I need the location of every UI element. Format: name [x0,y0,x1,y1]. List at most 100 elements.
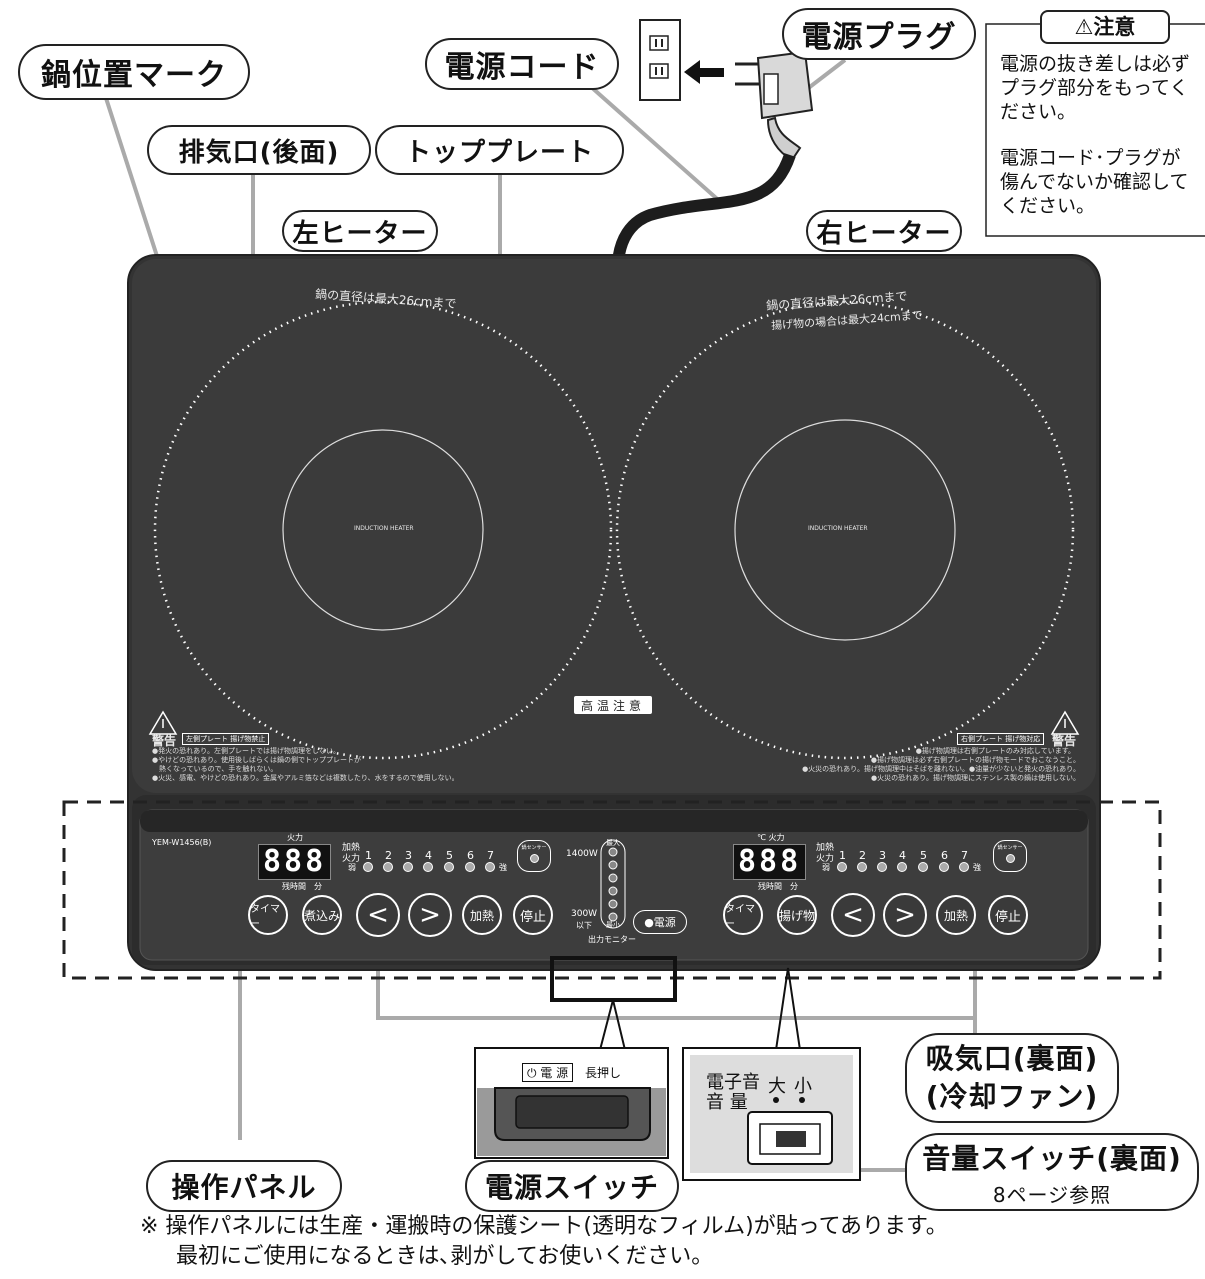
left-level-5: 5 [446,849,453,862]
monitor-caption: 出力モニター [588,935,636,944]
right-fine-print-1: ●揚げ物調理は右側プレートのみ対応しています。 [915,747,1075,755]
left-level-7: 7 [487,849,494,862]
label-right-heater: 右ヒーター [806,210,962,252]
right-fine-print-4: ●火災の恐れあり。揚げ物調理にステンレス製の鍋は使用しない。 [871,774,1080,782]
right-level-dots [837,862,969,872]
left-display: 888 [258,844,332,880]
left-fine-print-1: ●発火の恐れあり。左側プレートでは揚げ物調理をしない。 [152,747,340,755]
wall-outlet [639,19,681,101]
label-volume-switch-title: 音量スイッチ(裏面) [922,1141,1182,1175]
volume-small: 小 [794,1076,812,1097]
right-time-label: 残時間 分 [758,882,798,891]
monitor-bottom-watt-1: 300W [571,909,598,919]
left-induction-label: INDUCTION HEATER [354,525,414,532]
right-decrease-button[interactable]: < [831,893,875,937]
volume-label-2: 音 量 [706,1092,748,1113]
left-plate-note: 左側プレート 揚げ物禁止 [182,733,270,745]
right-timer-button[interactable]: タイマー [723,895,763,935]
monitor-bottom-watt-2: 以下 [576,921,592,930]
label-power-plug: 電源プラグ [782,8,976,60]
caution-box: ⚠注意 電源の抜き差しは必ずプラグ部分をもってください。 電源コード･プラグが傷… [986,10,1205,236]
right-level-2: 2 [859,849,866,862]
left-time-label: 残時間 分 [282,882,322,891]
right-level-5: 5 [920,849,927,862]
left-level-dots [363,862,495,872]
right-fine-print-3: ●火災の恐れあり。揚げ物調理中はそばを離れない。●油量が少ないと発火の恐れあり。 [802,765,1080,773]
left-stop-button[interactable]: 停止 [513,895,553,935]
label-power-cord: 電源コード [425,38,619,90]
label-intake: 吸気口(裏面) (冷却ファン) [905,1033,1119,1123]
footnote-line-1: ※ 操作パネルには生産・運搬時の保護シート(透明なフィルム)が貼ってあります。 [140,1214,948,1239]
main-power-button[interactable]: ●電源 [633,910,687,934]
left-weak: 弱 [348,863,356,872]
label-intake-line1: 吸気口(裏面) [925,1042,1099,1075]
monitor-top-watt: 1400W [566,849,598,859]
volume-large-dot [773,1097,779,1103]
right-display: 888 [733,844,807,880]
label-top-plate: トッププレート [375,125,624,175]
right-warning-word: 警告 [1052,734,1077,748]
right-level-1: 1 [839,849,846,862]
right-power-label: ℃ 火力 [757,833,785,842]
right-heat-label-1: 加熱 [816,843,835,853]
left-level-1: 1 [365,849,372,862]
right-stop-button[interactable]: 停止 [988,895,1028,935]
left-increase-button[interactable]: > [408,893,452,937]
output-monitor-leds [600,839,626,929]
power-switch-inset [474,1047,669,1159]
right-pan-sensor: 鍋センサー [993,840,1027,872]
right-increase-button[interactable]: > [883,893,927,937]
left-simmer-button[interactable]: 煮込み [302,895,342,935]
label-volume-switch-ref: 8ページ参照 [992,1182,1112,1207]
left-sensor-led [529,854,539,863]
insert-arrow [684,60,724,84]
right-sensor-led [1005,854,1015,863]
left-fine-print-2: ●やけどの恐れあり。使用後しばらくは鍋の側でトッププレートが [152,756,361,764]
right-level-7: 7 [961,849,968,862]
label-volume-switch: 音量スイッチ(裏面) 8ページ参照 [905,1133,1199,1211]
warning-triangle-right-icon [1050,710,1080,735]
volume-switch-inset [682,1047,861,1181]
right-heat-label-2: 火力 [816,854,835,864]
label-control-panel: 操作パネル [146,1160,342,1212]
left-heat-button[interactable]: 加熱 [462,895,502,935]
volume-small-dot [799,1097,805,1103]
right-level-6: 6 [941,849,948,862]
right-level-4: 4 [899,849,906,862]
left-level-6: 6 [467,849,474,862]
label-exhaust: 排気口(後面) [147,125,371,175]
left-power-label: 火力 [287,833,303,842]
inset-long-press: 長押し [585,1066,622,1080]
monitor-max: 最大 [606,839,620,847]
label-nabe-mark: 鍋位置マーク [18,44,250,100]
right-burner [615,300,1075,760]
left-level-3: 3 [405,849,412,862]
left-pan-sensor: 鍋センサー [517,840,551,872]
right-induction-label: INDUCTION HEATER [808,525,868,532]
right-heat-button[interactable]: 加熱 [936,895,976,935]
monitor-min: 最小 [606,921,620,929]
control-panel-outline [62,800,1162,980]
left-decrease-button[interactable]: < [356,893,400,937]
left-warning-word: 警告 [152,734,177,748]
left-heat-label-1: 加熱 [342,843,361,853]
caution-text-1: 電源の抜き差しは必ずプラグ部分をもってください。 [1000,53,1191,123]
right-sensor-label: 鍋センサー [997,845,1023,851]
label-left-heater: 左ヒーター [282,210,438,252]
left-heat-label-2: 火力 [342,854,361,864]
left-fine-print-4: ●火災、感電、やけどの恐れあり。金属やアルミ箔などは複数したり、水をするので使用… [152,774,459,782]
volume-large: 大 [768,1076,786,1097]
model-number: YEM-W1456(B) [152,838,212,847]
right-fine-print-2: ●揚げ物調理は必ず右側プレートの揚げ物モードでおこなうこと。 [870,756,1080,764]
caution-title: ⚠注意 [1040,10,1170,44]
right-level-3: 3 [879,849,886,862]
left-fine-print-3: 熱くなっているので、手を触れない。 [152,765,278,773]
hot-warning-badge: 高温注意 [574,696,652,714]
label-power-switch: 電源スイッチ [465,1160,679,1212]
left-timer-button[interactable]: タイマー [248,895,288,935]
right-fry-button[interactable]: 揚げ物 [777,895,817,935]
left-strong: 強 [499,863,507,872]
warning-triangle-left-icon [148,710,178,735]
left-level-2: 2 [385,849,392,862]
volume-label-1: 電子音 [706,1072,760,1093]
